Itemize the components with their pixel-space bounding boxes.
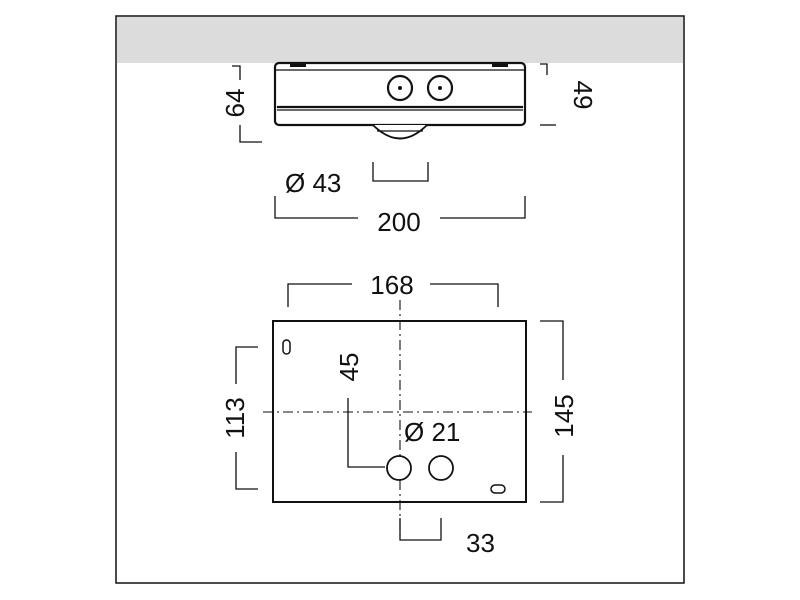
dim-113-line-top <box>235 346 258 384</box>
dim-21-label: Ø 21 <box>404 417 460 447</box>
dim-168-line-left <box>287 283 352 307</box>
cable-entry-hole-right-icon <box>428 455 454 481</box>
dim-43-line <box>372 162 429 182</box>
dim-145-label: 145 <box>549 394 579 437</box>
dim-33-label: 33 <box>466 528 495 558</box>
dim-45-line <box>347 398 385 468</box>
dim-145-line-top <box>540 320 564 380</box>
cable-gland-left-center <box>398 86 402 90</box>
bottom-view: 168 113 145 45 Ø 21 33 <box>220 270 579 558</box>
dim-64-line-top <box>232 65 241 80</box>
dim-64-line-bottom <box>239 125 262 143</box>
dim-49-line-top <box>540 63 548 75</box>
dim-200-label: 200 <box>377 207 420 237</box>
mount-slot-bottom-right-icon <box>490 484 506 494</box>
dim-168-label: 168 <box>370 270 413 300</box>
dim-145-line-bottom <box>540 455 564 503</box>
dim-43-label: Ø 43 <box>285 168 341 198</box>
dim-64-label: 64 <box>220 89 250 118</box>
dim-200-line-left <box>274 196 358 219</box>
cable-entry-hole-left-icon <box>386 455 412 481</box>
ceiling-band <box>117 17 683 63</box>
dim-113-label: 113 <box>220 397 250 438</box>
side-view: 64 49 Ø 43 200 <box>220 61 598 237</box>
dim-113-line-bottom <box>235 452 258 490</box>
mount-slot-top-left-icon <box>282 339 291 355</box>
dim-49-label: 49 <box>568 81 598 110</box>
dim-200-line-right <box>440 196 526 219</box>
dim-45-label: 45 <box>334 353 364 382</box>
sensor-dome <box>372 124 428 140</box>
cable-gland-right-center <box>438 86 442 90</box>
dim-33-line <box>399 518 442 541</box>
mount-clip-right <box>492 63 508 67</box>
dim-168-line-right <box>430 283 499 307</box>
mount-clip-left <box>290 63 306 67</box>
